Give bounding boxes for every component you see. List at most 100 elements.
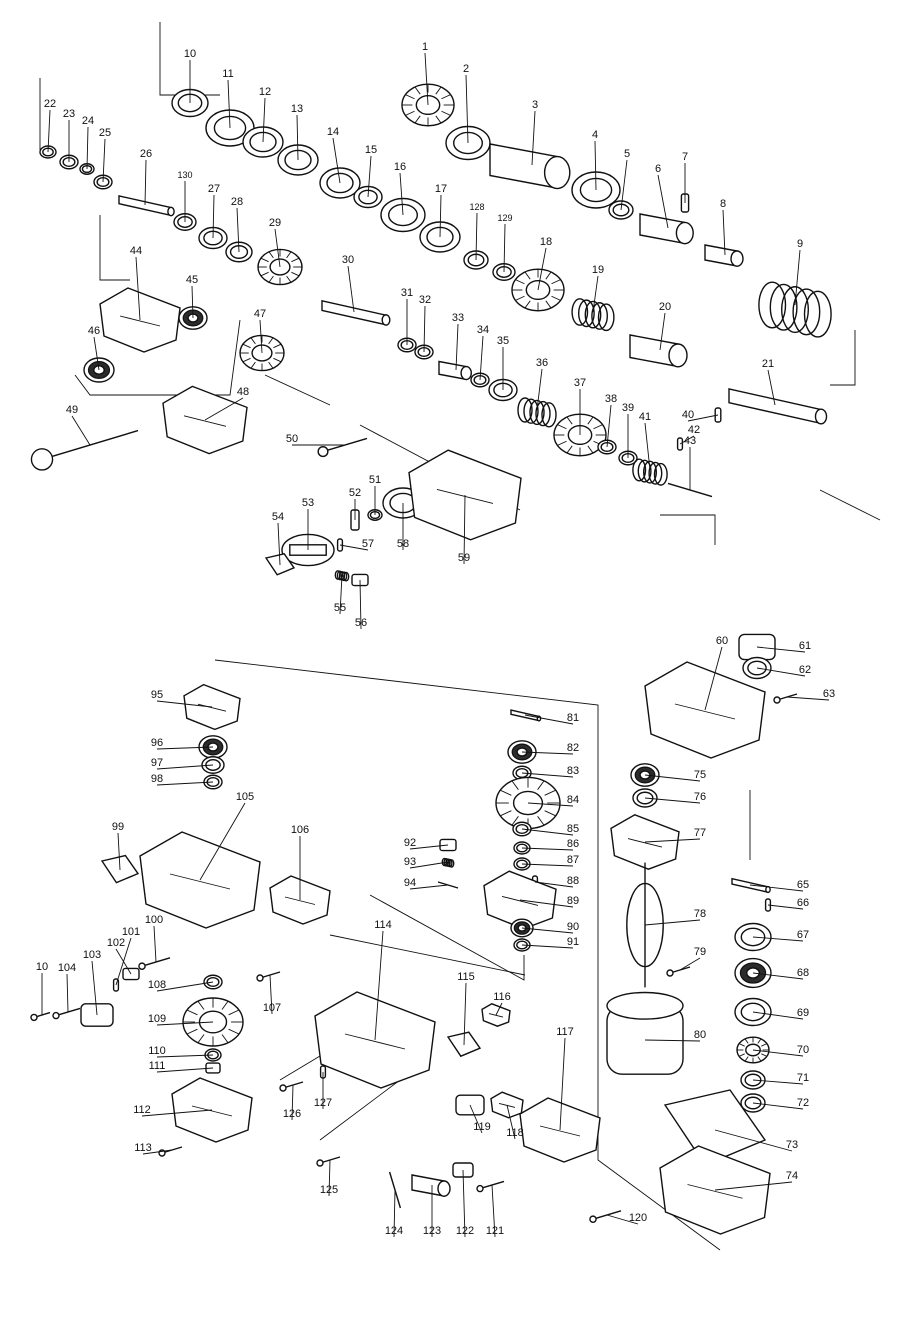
leader-line-45 bbox=[191, 285, 194, 319]
leader-line-126 bbox=[291, 1084, 294, 1121]
part-number-label-103: 103 bbox=[83, 949, 101, 961]
part-63-screw bbox=[773, 693, 798, 704]
part-10-screw bbox=[30, 1011, 51, 1022]
part-107-screw bbox=[256, 971, 281, 982]
part-number-label-70: 70 bbox=[797, 1044, 809, 1056]
leader-line-16 bbox=[399, 172, 404, 216]
leader-line-83 bbox=[521, 772, 574, 778]
leader-line-99 bbox=[117, 832, 121, 871]
part-number-label-90: 90 bbox=[567, 921, 579, 933]
leader-line-87 bbox=[521, 863, 574, 867]
part-number-label-8: 8 bbox=[720, 198, 726, 210]
part-number-label-126: 126 bbox=[283, 1108, 301, 1120]
part-number-label-69: 69 bbox=[797, 1007, 809, 1019]
leader-line-102 bbox=[115, 948, 132, 975]
leader-line-120 bbox=[606, 1214, 639, 1225]
part-number-label-23: 23 bbox=[63, 108, 75, 120]
leader-line-75 bbox=[644, 774, 701, 782]
part-number-label-22: 22 bbox=[44, 98, 56, 110]
part-number-label-124: 124 bbox=[385, 1225, 403, 1237]
part-number-label-7: 7 bbox=[682, 151, 688, 163]
leader-line-12 bbox=[262, 97, 266, 143]
leader-line-9 bbox=[794, 249, 801, 306]
part-123-sleeve bbox=[411, 1174, 451, 1197]
leader-line-89 bbox=[519, 899, 574, 908]
assembly-frame-11 bbox=[264, 374, 331, 406]
part-number-label-12: 12 bbox=[259, 86, 271, 98]
assembly-frame-9 bbox=[329, 934, 526, 976]
leader-line-71 bbox=[752, 1079, 804, 1085]
part-number-label-122: 122 bbox=[456, 1225, 474, 1237]
part-19-spring bbox=[571, 298, 615, 332]
part-3-sleeve bbox=[489, 143, 571, 190]
leader-line-44 bbox=[135, 256, 141, 321]
part-93-spring bbox=[441, 857, 455, 868]
part-33-sleeve bbox=[438, 360, 473, 381]
part-number-label-57: 57 bbox=[362, 538, 374, 550]
leader-line-78 bbox=[644, 919, 701, 926]
leader-line-27 bbox=[212, 194, 215, 239]
part-number-label-99: 99 bbox=[112, 821, 124, 833]
part-80-stator bbox=[606, 991, 684, 1075]
leader-line-33 bbox=[455, 323, 459, 371]
leader-line-54 bbox=[277, 522, 281, 566]
part-number-label-113: 113 bbox=[134, 1142, 152, 1154]
part-73-gasket bbox=[663, 1089, 767, 1166]
part-number-label-24: 24 bbox=[82, 115, 94, 127]
part-number-label-66: 66 bbox=[797, 897, 809, 909]
part-number-label-63: 63 bbox=[823, 688, 835, 700]
part-number-label-104: 104 bbox=[58, 962, 76, 974]
part-number-label-5: 5 bbox=[624, 148, 630, 160]
part-number-label-3: 3 bbox=[532, 99, 538, 111]
part-number-label-11: 11 bbox=[222, 68, 233, 80]
part-number-label-41: 41 bbox=[639, 411, 651, 423]
leader-line-57 bbox=[339, 544, 369, 551]
leader-line-1 bbox=[424, 52, 429, 106]
part-number-label-105: 105 bbox=[236, 791, 254, 803]
part-number-label-111: 111 bbox=[149, 1060, 166, 1072]
leader-line-115 bbox=[463, 982, 467, 1046]
part-number-label-79: 79 bbox=[694, 946, 706, 958]
leader-line-21 bbox=[767, 369, 776, 406]
leader-line-103 bbox=[91, 960, 98, 1016]
part-number-label-68: 68 bbox=[797, 967, 809, 979]
leader-line-94 bbox=[409, 884, 449, 890]
leader-line-77 bbox=[644, 838, 701, 843]
leader-line-42 bbox=[679, 435, 695, 445]
parts-layer bbox=[30, 83, 832, 1235]
part-number-label-35: 35 bbox=[497, 335, 509, 347]
leader-line-111 bbox=[156, 1067, 214, 1073]
part-number-label-108: 108 bbox=[148, 979, 166, 991]
leader-line-14 bbox=[332, 137, 341, 184]
leader-line-46 bbox=[93, 336, 100, 371]
leader-line-22 bbox=[47, 109, 51, 153]
part-number-label-84: 84 bbox=[567, 794, 579, 806]
leader-line-47 bbox=[259, 319, 263, 354]
assembly-frame-10 bbox=[74, 319, 241, 396]
leader-line-48 bbox=[204, 397, 244, 421]
part-number-label-97: 97 bbox=[151, 757, 163, 769]
leader-line-3 bbox=[531, 110, 536, 166]
part-number-label-37: 37 bbox=[574, 377, 586, 389]
part-number-label-71: 71 bbox=[797, 1072, 809, 1084]
part-number-label-39: 39 bbox=[622, 402, 634, 414]
part-number-label-10: 10 bbox=[184, 48, 196, 60]
leader-line-55 bbox=[339, 574, 343, 615]
leader-line-68 bbox=[752, 972, 804, 980]
leader-line-13 bbox=[296, 114, 299, 161]
leader-line-17 bbox=[439, 194, 442, 238]
part-number-label-40: 40 bbox=[682, 409, 694, 421]
leader-line-93 bbox=[409, 861, 449, 869]
part-9-spring bbox=[758, 281, 832, 338]
part-number-label-94: 94 bbox=[404, 877, 416, 889]
part-number-label-10: 10 bbox=[36, 961, 48, 973]
part-number-label-120: 120 bbox=[629, 1212, 647, 1224]
leader-line-19 bbox=[592, 275, 599, 313]
assembly-frame-13 bbox=[319, 1079, 401, 1141]
part-number-label-51: 51 bbox=[369, 474, 381, 486]
leader-line-117 bbox=[559, 1037, 566, 1131]
part-121-screw bbox=[476, 1180, 505, 1193]
part-number-label-50: 50 bbox=[286, 433, 298, 445]
part-number-label-32: 32 bbox=[419, 294, 431, 306]
